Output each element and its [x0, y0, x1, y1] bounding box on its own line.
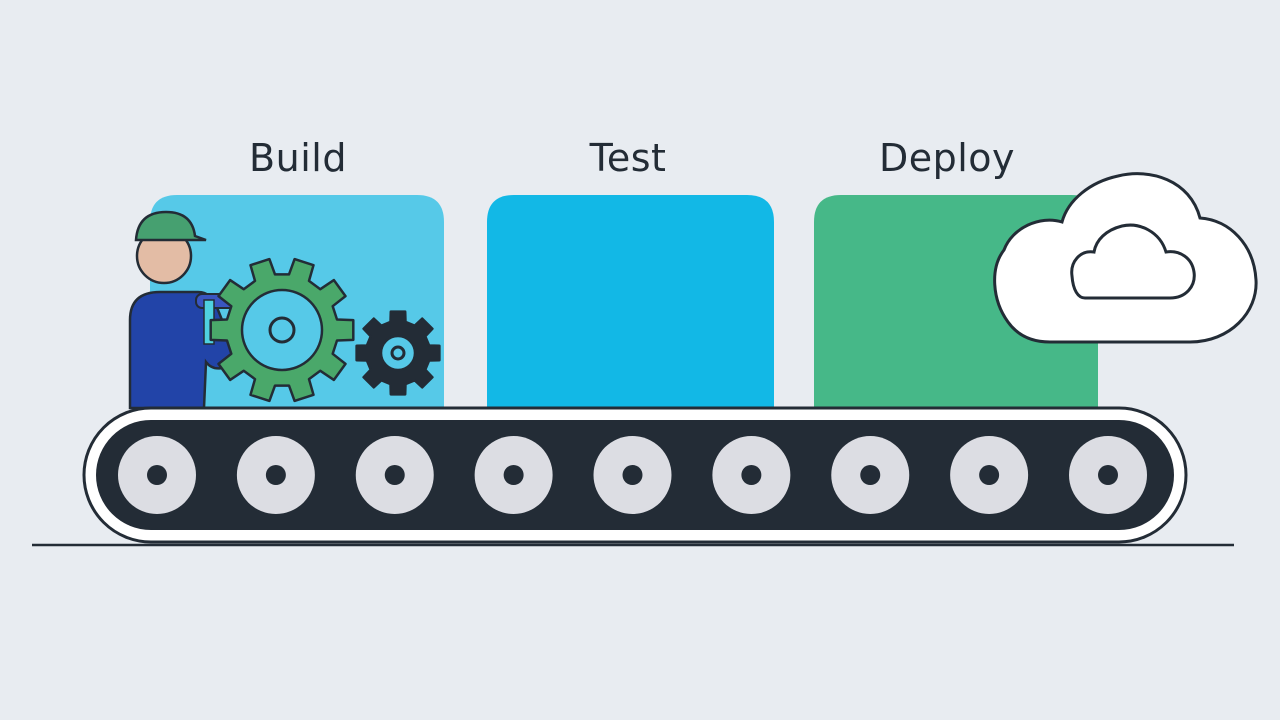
roller-hub: [1098, 465, 1118, 485]
roller-hub: [384, 465, 405, 485]
roller-hub: [503, 465, 524, 485]
conveyor-belt: [82, 406, 1188, 544]
cloud-icon: [993, 172, 1258, 344]
gear-hole: [268, 316, 296, 344]
gear-ring: [379, 334, 417, 372]
gear-icon: [209, 257, 355, 403]
gear-ring: [240, 288, 324, 372]
stage-label-build: Build: [249, 136, 347, 180]
stage-label-deploy: Deploy: [878, 136, 1016, 180]
roller-hub: [147, 465, 167, 485]
roller-hub: [860, 465, 881, 485]
gear-icon: [355, 310, 441, 396]
stage-label-test: Test: [589, 136, 667, 180]
gear-hole: [390, 345, 406, 361]
roller-hub: [265, 465, 286, 485]
rollers: [118, 436, 1147, 514]
roller-hub: [741, 465, 762, 485]
stage-box-test: [487, 195, 774, 410]
roller-hub: [622, 465, 643, 485]
roller-hub: [979, 465, 1000, 485]
